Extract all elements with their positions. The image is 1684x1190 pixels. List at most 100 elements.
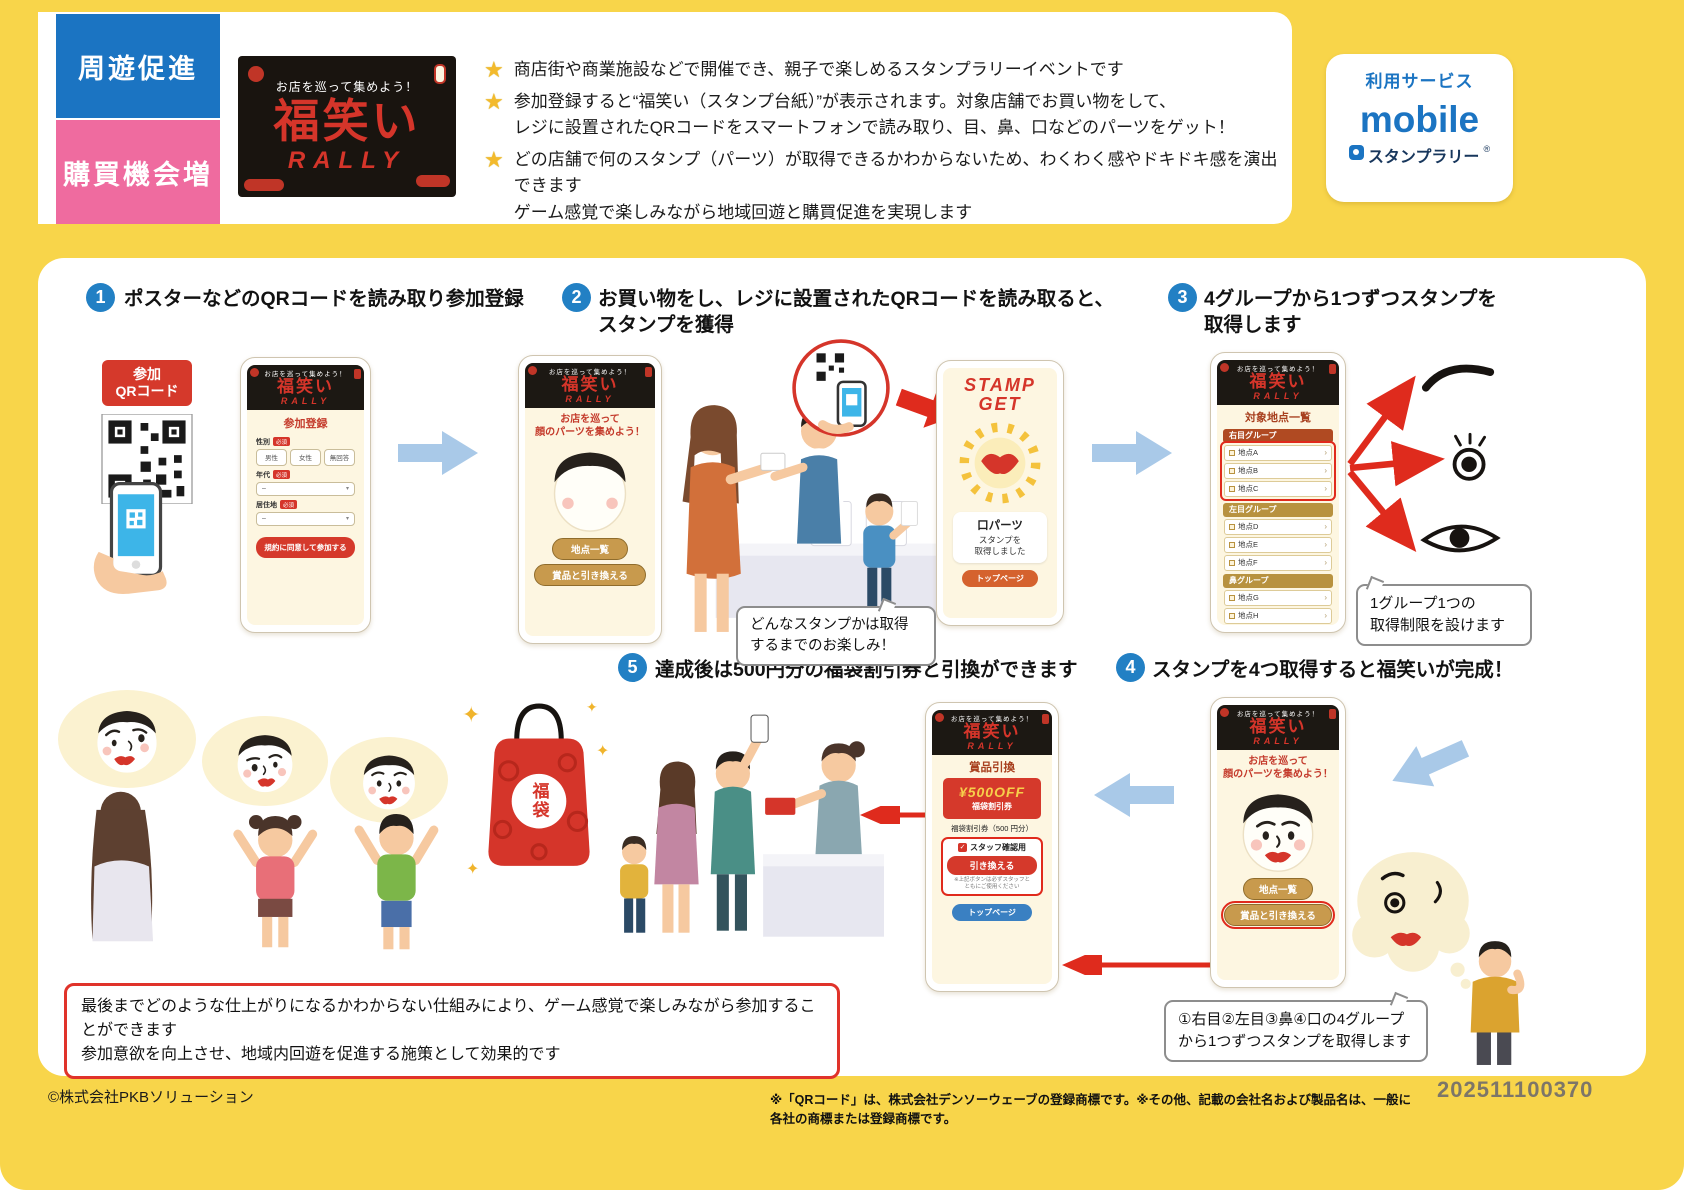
caret-down-icon: ▾ [345, 486, 349, 493]
app-logo-subtitle: RALLY [565, 393, 615, 404]
location-label: 地点D [1238, 522, 1259, 532]
eyebrow-illustration [1420, 356, 1498, 396]
locations-button: 地点一覧 [552, 537, 628, 560]
location-list-screen: お店を巡って集めよう！ 福笑い RALLY 対象地点一覧 右目グループ 地点A›… [1217, 360, 1339, 625]
feature-text: 参加登録すると“福笑い（スタンプ台紙）”が表示されます。対象店舗でお買い物をして… [513, 92, 1235, 138]
location-list-title: 対象地点一覧 [1245, 411, 1311, 424]
exchange-button: 賞品と引き換える [534, 563, 646, 586]
location-label: 地点F [1238, 558, 1258, 568]
event-logo-title: 福笑い [273, 94, 421, 147]
app-logo-tagline: お店を巡って集めよう！ [1236, 711, 1320, 718]
promo-badge-tour: 周遊促進 [56, 14, 220, 118]
part-message: スタンプを 取得しました [974, 534, 1026, 557]
promo-badge-purchase-label: 購買機会増 [63, 159, 213, 190]
summary-note: 最後までどのような仕上がりになるかわからない仕組みにより、ゲーム感覚で楽しみなが… [64, 983, 840, 1079]
chevron-right-icon: › [1324, 484, 1327, 494]
speech-bubble [330, 737, 448, 823]
location-row: 地点F› [1224, 554, 1332, 571]
location-row: 地点G› [1224, 589, 1332, 606]
lucky-bag-illustration [478, 700, 600, 872]
app-logo-tagline: お店を巡って集めよう！ [1236, 366, 1320, 373]
top-page-button: トップページ [952, 904, 1032, 922]
checkbox-icon [1229, 467, 1235, 474]
location-group-nose: 鼻グループ 地点G› 地点H› 地点I› [1217, 571, 1339, 625]
chevron-right-icon: › [1324, 448, 1327, 458]
service-brand-sub: スタンプラリー [1367, 148, 1480, 166]
step-4-number-label: 4 [1125, 657, 1136, 677]
phone-prize-exchange: お店を巡って集めよう！ 福笑い RALLY 賞品引換 ¥500OFF 福袋割引券… [925, 702, 1059, 992]
location-row: 地点E› [1224, 536, 1332, 553]
catch-copy: お店を巡って 顔のパーツを集めよう！ [1223, 755, 1333, 781]
gender-option-noanswer: 無回答 [324, 448, 355, 466]
gender-option-male: 男性 [256, 448, 287, 466]
registered-mark: ® [1483, 143, 1491, 154]
service-brand-row: スタンプラリー ® [1348, 143, 1491, 167]
app-logo-subtitle: RALLY [280, 395, 331, 406]
stamp-get-headline: STAMP GET [964, 375, 1036, 414]
step-5-number-label: 5 [627, 657, 638, 677]
app-logo-tagline: お店を巡って集めよう！ [264, 371, 347, 378]
fukuwarai-complete-face [1217, 784, 1339, 874]
required-badge: 必須 [273, 470, 291, 480]
feature-bullet: ★ 参加登録すると“福笑い（スタンプ台紙）”が表示されます。対象店舗でお買い物を… [484, 89, 1294, 142]
event-logo: お店を巡って集めよう！ 福笑い RALLY [238, 56, 456, 197]
gender-option-female: 女性 [290, 448, 321, 466]
app-logo-title: 福笑い [277, 377, 334, 396]
promo-badge-tour-label: 周遊促進 [78, 53, 198, 84]
checkbox-checked-icon: ✓ [958, 842, 967, 852]
staff-confirm-panel: ✓ スタッフ確認用 引き換える ※上記ボタンは必ずスタッフと ともにご使用くださ… [941, 836, 1043, 897]
checkbox-icon [1229, 485, 1235, 492]
speech-bubble [202, 716, 328, 806]
location-label: 地点G [1238, 593, 1259, 603]
complete-screen: お店を巡って集めよう！ 福笑い RALLY お店を巡って 顔のパーツを集めよう！ [1217, 705, 1339, 980]
speech-bubble [58, 690, 196, 788]
step-1-number-label: 1 [95, 287, 106, 307]
required-badge: 必須 [280, 500, 298, 510]
flow-arrow-left [1092, 772, 1174, 818]
event-logo-subtitle: RALLY [287, 147, 407, 175]
checkbox-icon [1229, 559, 1235, 566]
app-logo-subtitle: RALLY [1253, 390, 1303, 401]
app-logo-subtitle: RALLY [967, 740, 1017, 751]
flow-arrow-right [398, 430, 480, 476]
checkbox-icon [1229, 594, 1235, 601]
step-2-title: お買い物をし、レジに設置されたQRコードを読み取ると、 スタンプを獲得 [598, 288, 1114, 337]
location-group-header: 鼻グループ [1223, 573, 1333, 588]
step-5-number: 5 [618, 653, 647, 682]
chevron-right-icon: › [1324, 466, 1327, 476]
funny-face [363, 755, 415, 810]
age-select-value: – [262, 485, 266, 493]
callout-stamp-surprise: どんなスタンプかは取得 するまでのお楽しみ！ [736, 606, 936, 667]
star-icon: ★ [484, 57, 504, 82]
stamp-pin-icon [1348, 144, 1364, 160]
footer-document-code: 202511100370 [1437, 1077, 1594, 1102]
callout-group-limit: 1グループ1つの 取得制限を設けます [1356, 584, 1532, 646]
app-logo: お店を巡って集めよう！ 福笑い RALLY [247, 365, 364, 410]
registration-title: 参加登録 [283, 417, 328, 430]
part-panel: 口パーツ スタンプを 取得しました [953, 511, 1047, 563]
step-2-number-label: 2 [571, 287, 582, 307]
location-group-left-eye: 左目グループ 地点D› 地点E› 地点F› [1217, 500, 1339, 571]
footer-copyright: ©株式会社PKBソリューション [48, 1089, 254, 1106]
gender-field-label: 性別 [256, 438, 270, 446]
thought-bubble [1352, 842, 1474, 994]
feature-bullet: ★ 商店街や商業施設などで開催でき、親子で楽しめるスタンプラリーイベントです [484, 57, 1284, 83]
chevron-right-icon: › [1324, 540, 1327, 550]
location-row: 地点D› [1224, 518, 1332, 535]
app-logo: お店を巡って集めよう！ 福笑い RALLY [1217, 705, 1339, 750]
part-name: 口パーツ [977, 519, 1023, 532]
step-4-number: 4 [1116, 653, 1145, 682]
callout-four-groups: ①右目②左目③鼻④口の4グループ から1つずつスタンプを取得します [1164, 1000, 1428, 1062]
location-rows: 地点G› 地点H› 地点I› [1224, 589, 1332, 625]
eye-illustration [1418, 514, 1502, 564]
star-icon: ★ [484, 147, 504, 172]
app-logo-tagline: お店を巡って集めよう！ [548, 369, 632, 376]
location-group-header: 右目グループ [1223, 428, 1333, 443]
mobile-logo: mobile [1359, 99, 1480, 140]
coupon-image: ¥500OFF 福袋割引券 [943, 777, 1041, 819]
lucky-bag-label: 福袋 [529, 782, 549, 820]
age-field-label: 年代 [256, 471, 270, 479]
registration-form: 性別必須 男性 女性 無回答 年代必須 –▾ 居住地必須 –▾ 規約に同意して参… [247, 431, 364, 558]
location-label: 地点C [1238, 484, 1259, 494]
location-row: 地点C › [1224, 480, 1332, 497]
